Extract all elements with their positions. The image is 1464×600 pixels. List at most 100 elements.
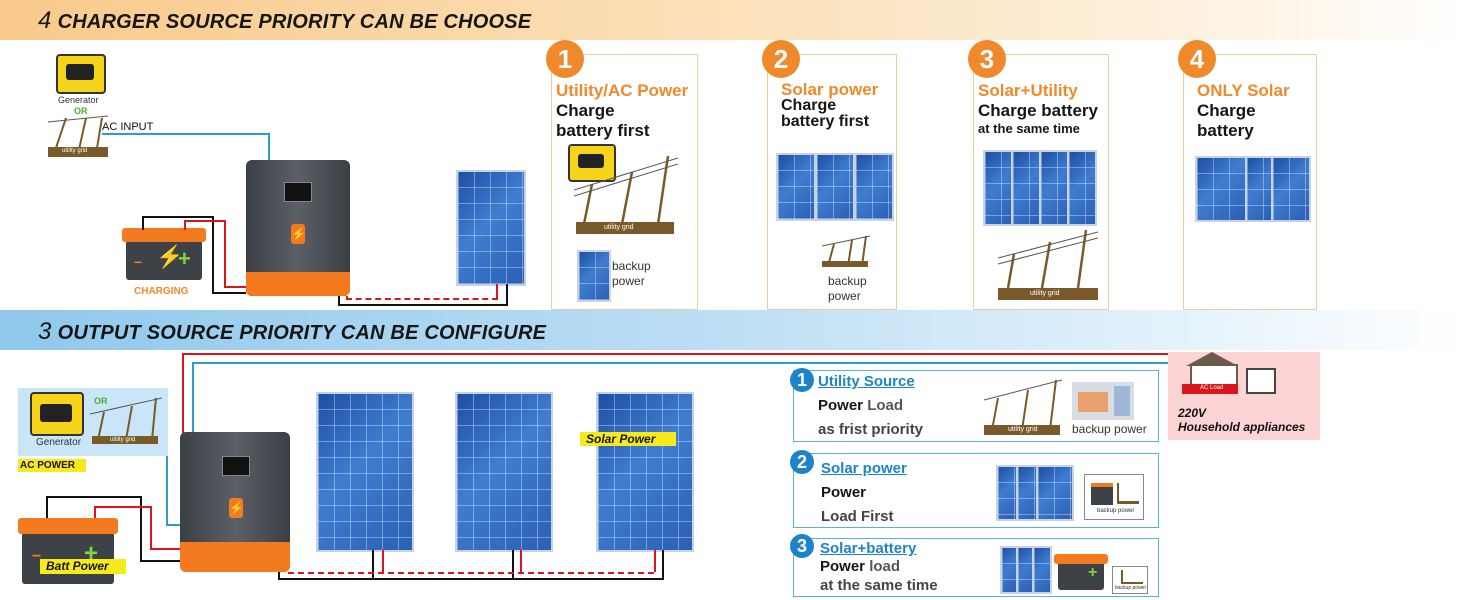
solar-panel [854, 153, 894, 221]
charger-option-1-title: Utility/AC Power [556, 81, 689, 100]
solar-panel [983, 150, 1013, 226]
solar-panel [996, 465, 1018, 521]
solar-panel [456, 170, 526, 286]
backup-label-2: power [612, 274, 645, 288]
ac-input-wire [102, 133, 270, 135]
backup-power-icon: backup power [1084, 474, 1144, 520]
backup-label-1: backup [612, 259, 651, 273]
household-line2: Household appliances [1178, 420, 1306, 434]
charger-option-1 [551, 54, 698, 310]
solar-power-label: Solar Power [580, 432, 676, 446]
solar-panel [1036, 465, 1074, 521]
backup-label-2: power [828, 289, 861, 303]
solar-panel [1245, 156, 1273, 222]
inverter-unit: ⚡ [180, 432, 290, 572]
generator-icon [30, 392, 84, 436]
battery-icon: + [1054, 554, 1108, 590]
appliance-icon [1246, 368, 1276, 394]
inverter-unit: ⚡ [246, 160, 350, 296]
solar-panel [316, 392, 414, 552]
utility-grid-label: utility grid [1008, 426, 1038, 433]
solar-panel [776, 153, 816, 221]
output-option-2-title: Solar power [821, 460, 907, 477]
charger-option-1-line1: Charge [556, 101, 615, 120]
generator-icon [568, 144, 616, 182]
solar-panel [1067, 150, 1097, 226]
utility-grid-label: utility grid [62, 148, 88, 154]
utility-grid-label: utility grid [110, 437, 136, 443]
utility-grid-base [984, 425, 1060, 435]
output-option-3-line1: Power load [820, 558, 901, 575]
charger-option-2-line1: Charge [781, 97, 837, 114]
charger-option-2-title: Solar power [781, 80, 879, 99]
output-wire-red [182, 353, 1172, 355]
backup-power-icon: backup power [1112, 566, 1148, 594]
output-option-2-line1: Power [821, 484, 867, 501]
utility-grid-label: utility grid [1030, 290, 1060, 297]
output-option-1-backup: backup power [1072, 422, 1147, 436]
ac-input-label: AC INPUT [102, 121, 154, 133]
solar-panel [596, 392, 694, 552]
ac-load-label: AC Load [1200, 385, 1224, 391]
output-option-1-line2: as frist priority [818, 421, 924, 438]
utility-grid-base [576, 222, 674, 234]
solar-panel [577, 250, 611, 302]
charger-option-2-line2: battery first [781, 113, 870, 130]
output-option-2-line2: Load First [821, 508, 894, 525]
generator-label: Generator [58, 95, 99, 105]
battery-icon [1072, 382, 1134, 420]
solar-panel [1271, 156, 1311, 222]
utility-grid-label: utility grid [604, 224, 634, 231]
battery-icon: − ⚡ + [122, 228, 206, 280]
charger-option-3-title: Solar+Utility [978, 81, 1078, 100]
output-option-3-backup: backup power [1115, 585, 1147, 591]
utility-grid-icon [984, 379, 1062, 431]
output-option-1-line1: Power Load [818, 397, 904, 414]
charger-option-4-title: ONLY Solar [1197, 81, 1290, 100]
utility-grid-icon [90, 397, 162, 441]
charger-option-2-badge: 2 [762, 40, 800, 78]
battery-icon: − + [18, 518, 118, 584]
utility-grid-base [822, 261, 868, 267]
batt-power-label: Batt Power [40, 559, 126, 574]
output-option-3-line2: at the same time [820, 577, 938, 594]
or-label: OR [74, 106, 88, 116]
charger-option-4-line1: Charge [1197, 101, 1256, 120]
utility-grid-icon [998, 229, 1098, 289]
solar-panel [1016, 465, 1038, 521]
solar-panel [1032, 546, 1052, 594]
charger-option-1-line2: battery first [556, 121, 650, 140]
output-option-2-badge: 2 [790, 450, 814, 474]
utility-grid-base [998, 288, 1098, 300]
generator-label: Generator [36, 437, 82, 448]
charger-option-4-badge: 4 [1178, 40, 1216, 78]
charger-option-1-badge: 1 [546, 40, 584, 78]
charger-option-3-line1: Charge battery [978, 101, 1098, 120]
generator-icon [56, 54, 106, 94]
solar-panel [455, 392, 553, 552]
solar-panel [815, 153, 855, 221]
bolt-icon: ⚡ [291, 224, 306, 244]
solar-panel [1011, 150, 1041, 226]
output-option-1-title: Utility Source [818, 373, 915, 390]
charger-option-3-badge: 3 [968, 40, 1006, 78]
charger-option-3-line2: at the same time [978, 121, 1080, 136]
output-option-1-badge: 1 [790, 368, 814, 392]
solar-panel [1039, 150, 1069, 226]
utility-grid-base [92, 436, 158, 444]
ac-load-bar [1182, 384, 1238, 394]
bolt-icon: ⚡ [229, 498, 244, 518]
output-option-2-backup: backup power [1097, 508, 1135, 514]
output-wire-teal [192, 362, 1172, 364]
or-label: OR [94, 396, 108, 406]
output-option-3-badge: 3 [790, 534, 814, 558]
solar-panel [1195, 156, 1247, 222]
backup-label-1: backup [828, 274, 867, 288]
utility-grid-icon [574, 155, 678, 225]
charging-label: CHARGING [134, 286, 189, 297]
ac-power-label: AC POWER [18, 459, 86, 472]
